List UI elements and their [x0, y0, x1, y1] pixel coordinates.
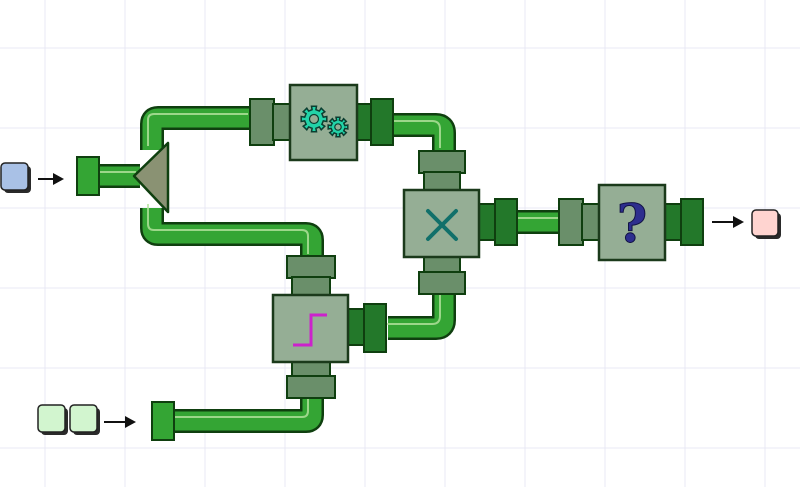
- gear-machine[interactable]: [288, 83, 359, 162]
- step-function-icon: [293, 313, 327, 347]
- arrow-to-output-icon: [712, 216, 744, 228]
- cross-stroke-2: [426, 209, 458, 241]
- step-right-coupler: [346, 308, 366, 346]
- arrow-into-top-inlet-icon-head: [53, 173, 64, 185]
- gear-left-collar: [249, 98, 275, 146]
- mystery-left-collar-inner: [581, 203, 601, 241]
- step-bottom-collar: [286, 375, 336, 399]
- block-tokens: [0, 162, 781, 435]
- pipe-bottom-input-highlight: [168, 392, 309, 418]
- machine-parts: ?: [76, 83, 704, 441]
- inlet-cap-bottom: [151, 401, 175, 441]
- arrow-into-top-inlet-icon: [38, 173, 64, 185]
- pipe-gear-to-cross: [388, 113, 456, 152]
- gear-left-collar-inner: [272, 103, 292, 141]
- arrow-to-output-icon-head: [733, 216, 744, 228]
- pipe-lower-branch-highlight: [147, 204, 309, 254]
- input-green-block-1[interactable]: [37, 404, 68, 435]
- mystery-left-collar: [558, 198, 584, 246]
- gear-large-hub: [308, 113, 320, 125]
- cross-bottom-collar: [418, 271, 466, 295]
- output-pink-block-face: [751, 209, 779, 237]
- cross-right-coupler: [477, 203, 497, 241]
- pipe-gear-to-cross-fill: [392, 115, 454, 152]
- inlet-cap-top: [76, 156, 100, 196]
- step-right-collar: [363, 303, 387, 353]
- cross-right-collar: [494, 198, 518, 246]
- input-green-block-1-face: [37, 404, 66, 433]
- gear-right-collar: [370, 98, 394, 146]
- splitter-funnel[interactable]: [132, 141, 170, 214]
- step-top-collar-inner: [291, 276, 331, 296]
- gear-icon: [300, 105, 349, 138]
- cross-icon: [426, 209, 458, 241]
- pipe-bottom-input: [168, 392, 324, 433]
- cross-machine[interactable]: [402, 188, 481, 259]
- mystery-right-collar: [680, 198, 704, 246]
- pipe-lower-branch: [140, 204, 324, 258]
- pipe-upper-branch-fill: [142, 108, 252, 150]
- pipe-gear-to-cross-highlight: [388, 120, 441, 148]
- pipe-lower-branch-fill: [142, 208, 322, 258]
- pipe-upper-branch: [140, 106, 252, 150]
- input-green-block-2[interactable]: [69, 404, 100, 435]
- pipe-step-to-cross-highlight: [384, 288, 441, 325]
- mystery-right-coupler: [663, 203, 683, 241]
- cross-top-collar-inner: [423, 171, 461, 191]
- step-top-collar: [286, 255, 336, 279]
- pipe-step-to-cross-fill: [388, 292, 454, 338]
- pipe-upper-branch-highlight: [147, 113, 248, 146]
- input-green-block-2-face: [69, 404, 98, 433]
- gear-small-hub: [334, 123, 342, 131]
- pipe-step-to-cross: [384, 288, 456, 340]
- mystery-machine[interactable]: [597, 183, 667, 262]
- cross-top-collar: [418, 150, 466, 174]
- input-blue-block[interactable]: [0, 162, 31, 193]
- pipe-network: [94, 106, 562, 433]
- input-blue-block-face: [0, 162, 29, 191]
- output-pink-block[interactable]: [751, 209, 781, 239]
- question-mark-icon: ?: [617, 194, 647, 255]
- cross-bottom-collar-inner: [423, 255, 461, 274]
- pipe-bottom-input-fill: [172, 396, 322, 431]
- arrow-into-bottom-inlet-icon-head: [125, 416, 136, 428]
- pipe-cross-to-mystery: [512, 210, 562, 234]
- arrow-into-bottom-inlet-icon: [104, 416, 136, 428]
- gear-right-coupler: [355, 103, 373, 141]
